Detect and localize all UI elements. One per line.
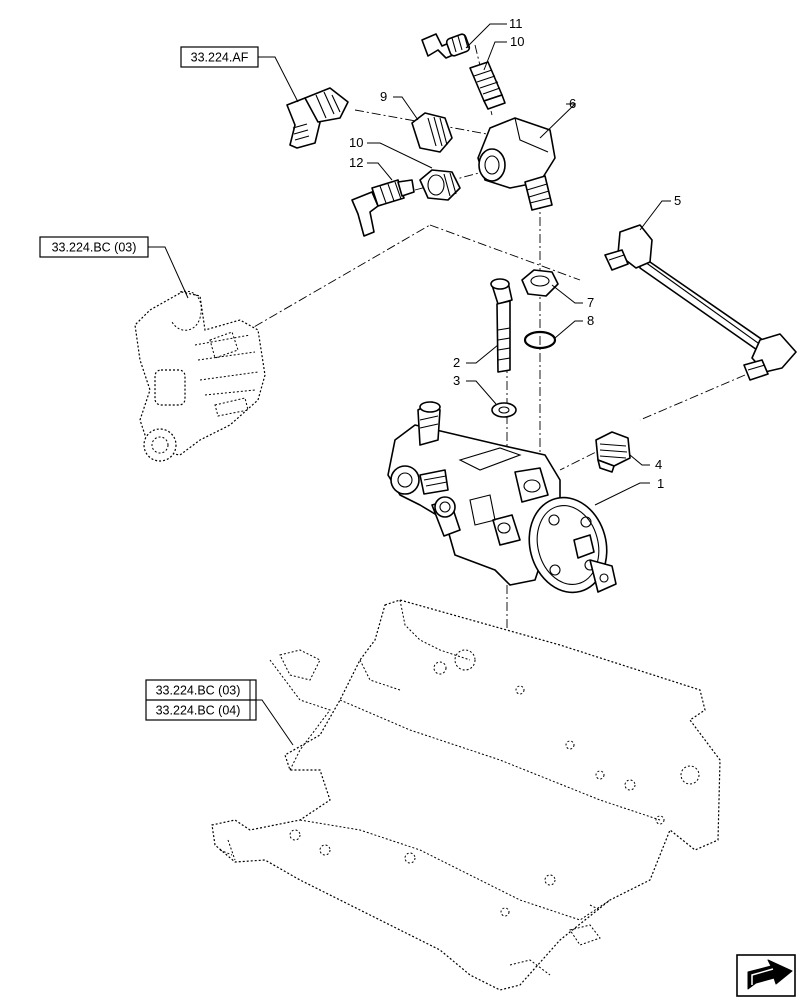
callout-12: 12 bbox=[349, 155, 363, 170]
part-5-rigid-pipe bbox=[604, 224, 797, 381]
callout-11: 11 bbox=[509, 16, 523, 31]
callout-10-lower: 10 bbox=[349, 135, 363, 150]
ref-label-bc03-top: 33.224.BC (03) bbox=[52, 241, 137, 255]
ref-label-bc04-bottom: 33.224.BC (04) bbox=[156, 704, 241, 718]
callout-5: 5 bbox=[674, 193, 681, 208]
part-7-hex-nut bbox=[521, 269, 559, 297]
ref-box-33-224-bc-stacked[interactable]: 33.224.BC (03) 33.224.BC (04) bbox=[145, 679, 257, 721]
callout-1: 1 bbox=[657, 476, 664, 491]
callout-7: 7 bbox=[587, 295, 594, 310]
return-arrow-icon[interactable] bbox=[736, 954, 796, 997]
part-8-o-ring bbox=[523, 330, 557, 350]
part-10-connector-top bbox=[469, 61, 506, 110]
part-1-valve-body bbox=[387, 401, 617, 594]
callout-3: 3 bbox=[453, 373, 460, 388]
callout-8: 8 bbox=[587, 313, 594, 328]
callout-2: 2 bbox=[453, 355, 460, 370]
part-6-elbow-body bbox=[477, 117, 556, 211]
callout-9: 9 bbox=[380, 89, 387, 104]
ghost-mounting-frame bbox=[211, 599, 721, 991]
ref-af-elbow-fitting bbox=[286, 87, 349, 149]
ref-box-33-224-af[interactable]: 33.224.AF bbox=[180, 46, 259, 68]
ref-label-bc03-bottom: 33.224.BC (03) bbox=[156, 684, 241, 698]
part-9-plug bbox=[411, 112, 453, 153]
ref-box-33-224-bc-03-top[interactable]: 33.224.BC (03) bbox=[39, 236, 149, 258]
ghost-hydraulic-pump bbox=[134, 290, 266, 462]
part-2-bolt bbox=[490, 278, 513, 373]
part-12-elbow-fitting bbox=[351, 179, 415, 237]
leader-lines bbox=[148, 23, 671, 746]
part-11-elbow-fitting bbox=[421, 33, 471, 59]
part-3-washer bbox=[491, 402, 517, 418]
callout-6: 6 bbox=[569, 96, 576, 111]
part-4-connector bbox=[595, 431, 631, 473]
callout-4: 4 bbox=[655, 457, 662, 472]
callout-10-top: 10 bbox=[510, 34, 524, 49]
callout-numbers: 1 2 3 4 5 6 7 8 9 10 10 11 12 bbox=[349, 16, 681, 491]
ref-label-af: 33.224.AF bbox=[191, 51, 249, 65]
part-10-connector-lower bbox=[419, 169, 461, 201]
